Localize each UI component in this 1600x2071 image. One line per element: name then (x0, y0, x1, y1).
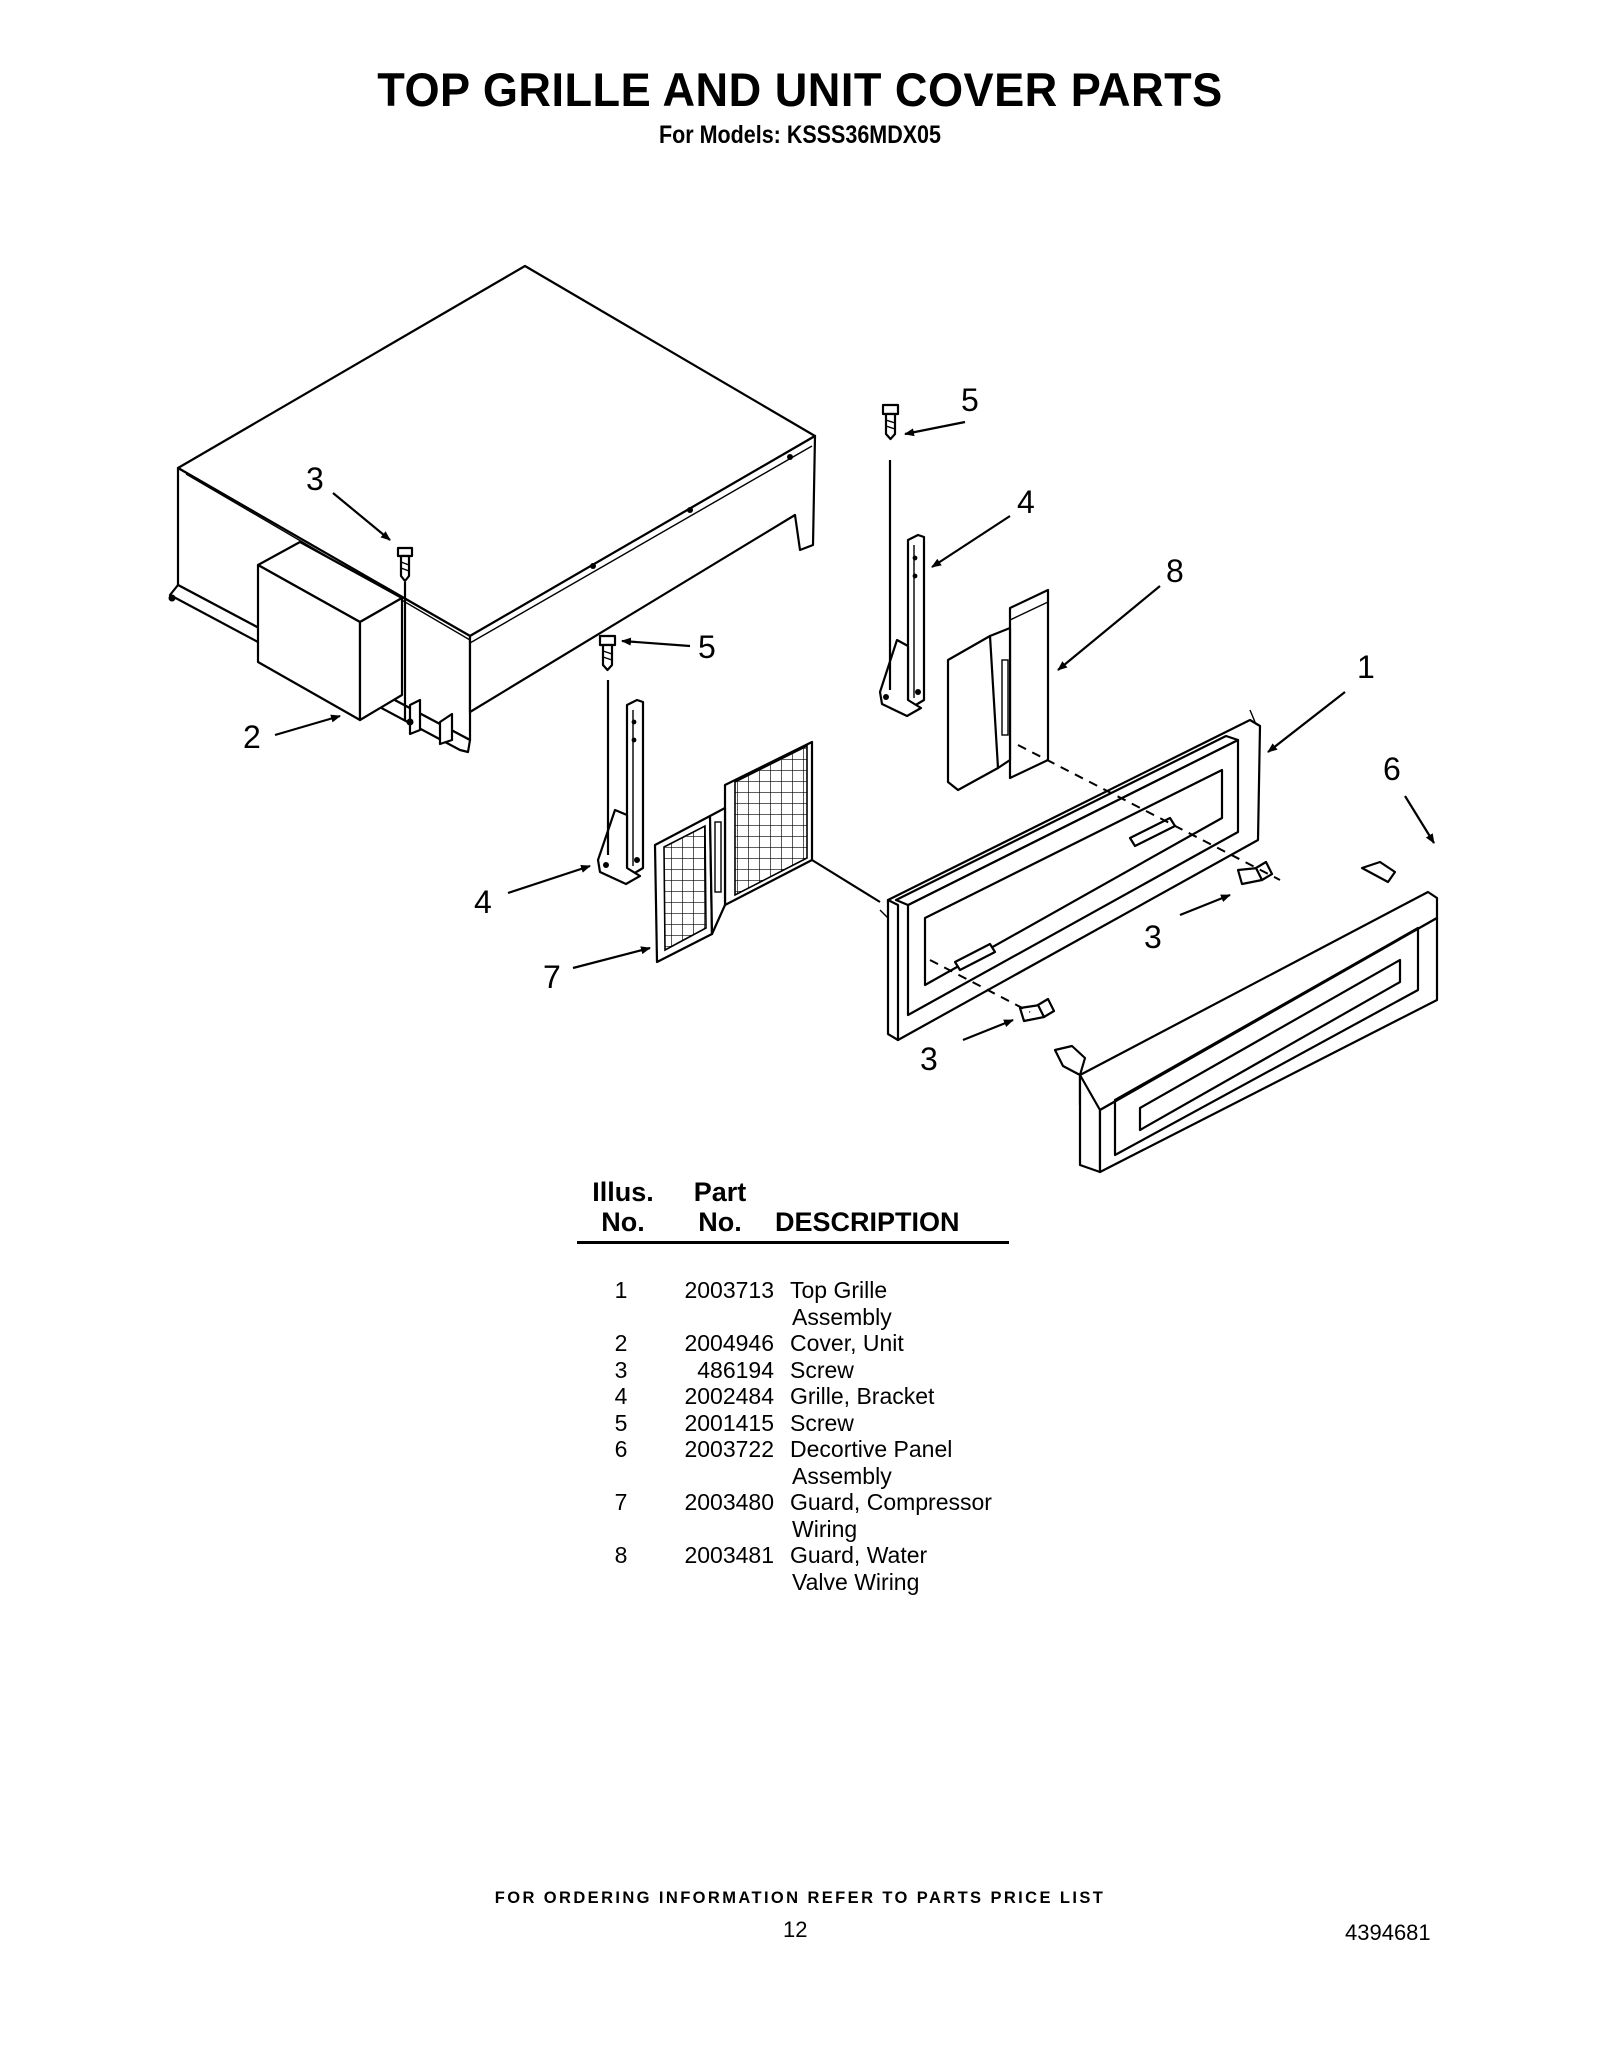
part-number: 486194 (697, 1356, 774, 1383)
document-number: 4394681 (1345, 1920, 1431, 1945)
screw-grille-bottom-icon (1018, 997, 1056, 1023)
description-line: Screw (790, 1409, 854, 1436)
callout-4-right: 4 (1017, 484, 1035, 520)
exploded-parts-diagram: 3 2 5 4 8 1 6 5 4 7 3 3 (168, 264, 1439, 1174)
callout-arrows (274, 420, 1435, 1042)
description-line: Guard, Compressor (790, 1489, 992, 1515)
decorative-panel-assembly (1053, 860, 1439, 1174)
description-line: Guard, Water (790, 1542, 928, 1568)
water-valve-wiring-guard (946, 588, 1050, 792)
description-line: Top Grille (790, 1277, 888, 1303)
callout-3-grille-right: 3 (1144, 919, 1162, 955)
callout-5-right: 5 (961, 382, 979, 418)
description-line: Assembly (792, 1462, 892, 1489)
illus-number: 3 (614, 1356, 628, 1383)
ordering-note: FOR ORDERING INFORMATION REFER TO PARTS … (494, 1889, 1106, 1907)
part-description: Screw (790, 1357, 1050, 1384)
illus-number: 8 (614, 1542, 628, 1568)
description-line: Decortive Panel (790, 1436, 953, 1462)
table-row: 3 486194 Screw (580, 1357, 1050, 1384)
callout-6: 6 (1383, 751, 1401, 787)
part-number: 2002484 (684, 1383, 774, 1409)
model-subtitle: For Models: KSSS36MDX05 (659, 121, 941, 149)
illus-no-header: Illus. No. (592, 1177, 654, 1237)
part-number: 2001415 (684, 1409, 774, 1436)
bracket-left (596, 680, 645, 886)
screw-left-bracket-icon (598, 634, 617, 672)
bracket-right (878, 460, 926, 718)
part-number: 2004946 (684, 1330, 774, 1356)
part-description: Screw (790, 1410, 1050, 1437)
illus-number: 5 (614, 1409, 628, 1436)
part-description: Cover, Unit (790, 1330, 1050, 1357)
screw-cover-icon (396, 546, 414, 720)
illus-number: 6 (614, 1436, 628, 1462)
part-number: 2003480 (684, 1489, 774, 1515)
table-row: 5 2001415 Screw (580, 1410, 1050, 1437)
callout-2: 2 (243, 719, 261, 755)
part-no-header: Part No. (693, 1177, 747, 1237)
top-grille-assembly (879, 709, 1262, 1042)
description-line: Valve Wiring (792, 1568, 920, 1595)
description-header: DESCRIPTION (775, 1207, 960, 1237)
illus-number: 1 (614, 1277, 628, 1303)
description-line: Screw (790, 1356, 854, 1383)
part-number: 2003713 (684, 1277, 774, 1303)
description-line: Grille, Bracket (790, 1383, 935, 1409)
unit-cover (168, 264, 817, 754)
description-line: Wiring (792, 1515, 858, 1542)
callout-8: 8 (1166, 553, 1184, 589)
part-number: 2003481 (684, 1542, 774, 1568)
callout-4-left: 4 (474, 884, 492, 920)
callout-5-left: 5 (698, 629, 716, 665)
page-number: 12 (783, 1917, 808, 1942)
illus-number: 4 (614, 1383, 628, 1409)
callout-1: 1 (1357, 649, 1375, 685)
page-title: TOP GRILLE AND UNIT COVER PARTS (377, 63, 1223, 116)
callout-3-grille-bottom: 3 (920, 1041, 938, 1077)
illus-number: 2 (614, 1330, 628, 1356)
description-line: Cover, Unit (790, 1330, 904, 1356)
part-description: Grille, Bracket (790, 1383, 1050, 1410)
table-row: 2 2004946 Cover, Unit (580, 1330, 1050, 1357)
part-number: 2003722 (684, 1436, 774, 1462)
table-row: 4 2002484 Grille, Bracket (580, 1383, 1050, 1410)
screw-right-bracket-icon (881, 403, 900, 441)
callout-3-cover: 3 (306, 461, 324, 497)
description-line: Assembly (792, 1303, 892, 1330)
illus-number: 7 (614, 1489, 628, 1515)
header-rule (577, 1241, 1009, 1244)
callout-7: 7 (543, 959, 561, 995)
compressor-wiring-guard (653, 740, 814, 964)
